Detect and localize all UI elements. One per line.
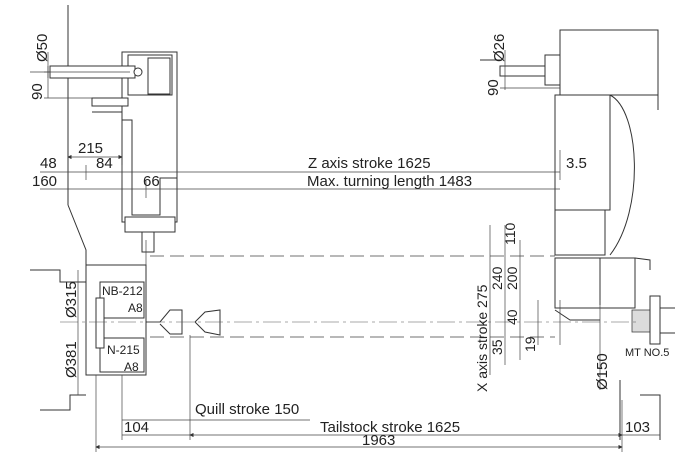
label-19: 19 — [522, 336, 538, 352]
tailstock-right — [554, 257, 675, 440]
label-40: 40 — [504, 309, 520, 325]
label-90-right: 90 — [485, 79, 502, 96]
label-a8-bottom: A8 — [124, 360, 139, 374]
label-a8-top: A8 — [128, 301, 143, 315]
label-3-5: 3.5 — [566, 155, 587, 172]
label-84: 84 — [96, 155, 113, 172]
label-35: 35 — [489, 339, 505, 355]
label-n-215: N-215 — [107, 343, 140, 357]
label-max-turning-length: Max. turning length 1483 — [307, 173, 472, 190]
label-quill-stroke: Quill stroke 150 — [195, 401, 299, 418]
label-200: 200 — [504, 266, 520, 290]
label-103: 103 — [625, 419, 650, 436]
label-x-axis-stroke: X axis stroke 275 — [474, 284, 490, 392]
label-1963: 1963 — [362, 432, 395, 449]
label-90-left: 90 — [29, 83, 46, 100]
turret-right — [480, 29, 659, 256]
label-dia26: Ø26 — [491, 34, 508, 62]
dimension-lines — [40, 50, 660, 452]
label-dia150: Ø150 — [594, 353, 611, 390]
centerlines — [60, 255, 640, 338]
label-160: 160 — [32, 173, 57, 190]
turret-left — [67, 5, 178, 270]
label-110: 110 — [502, 222, 518, 245]
label-dia50: Ø50 — [34, 34, 51, 62]
label-66: 66 — [143, 173, 160, 190]
label-tailstock-stroke: Tailstock stroke 1625 — [320, 419, 460, 436]
label-dia315: Ø315 — [63, 281, 80, 318]
label-dia381: Ø381 — [63, 341, 80, 378]
label-240: 240 — [489, 266, 505, 290]
spindle-chuck-left — [30, 264, 221, 411]
dimension-labels: Ø50 90 Ø26 90 215 48 84 Z axis stroke 16… — [29, 34, 669, 449]
label-nb-212: NB-212 — [102, 284, 143, 298]
label-48: 48 — [40, 155, 57, 172]
label-104: 104 — [124, 419, 149, 436]
label-z-axis-stroke: Z axis stroke 1625 — [308, 155, 431, 172]
label-215: 215 — [78, 140, 103, 157]
label-mt-no: MT NO.5 — [625, 347, 669, 359]
